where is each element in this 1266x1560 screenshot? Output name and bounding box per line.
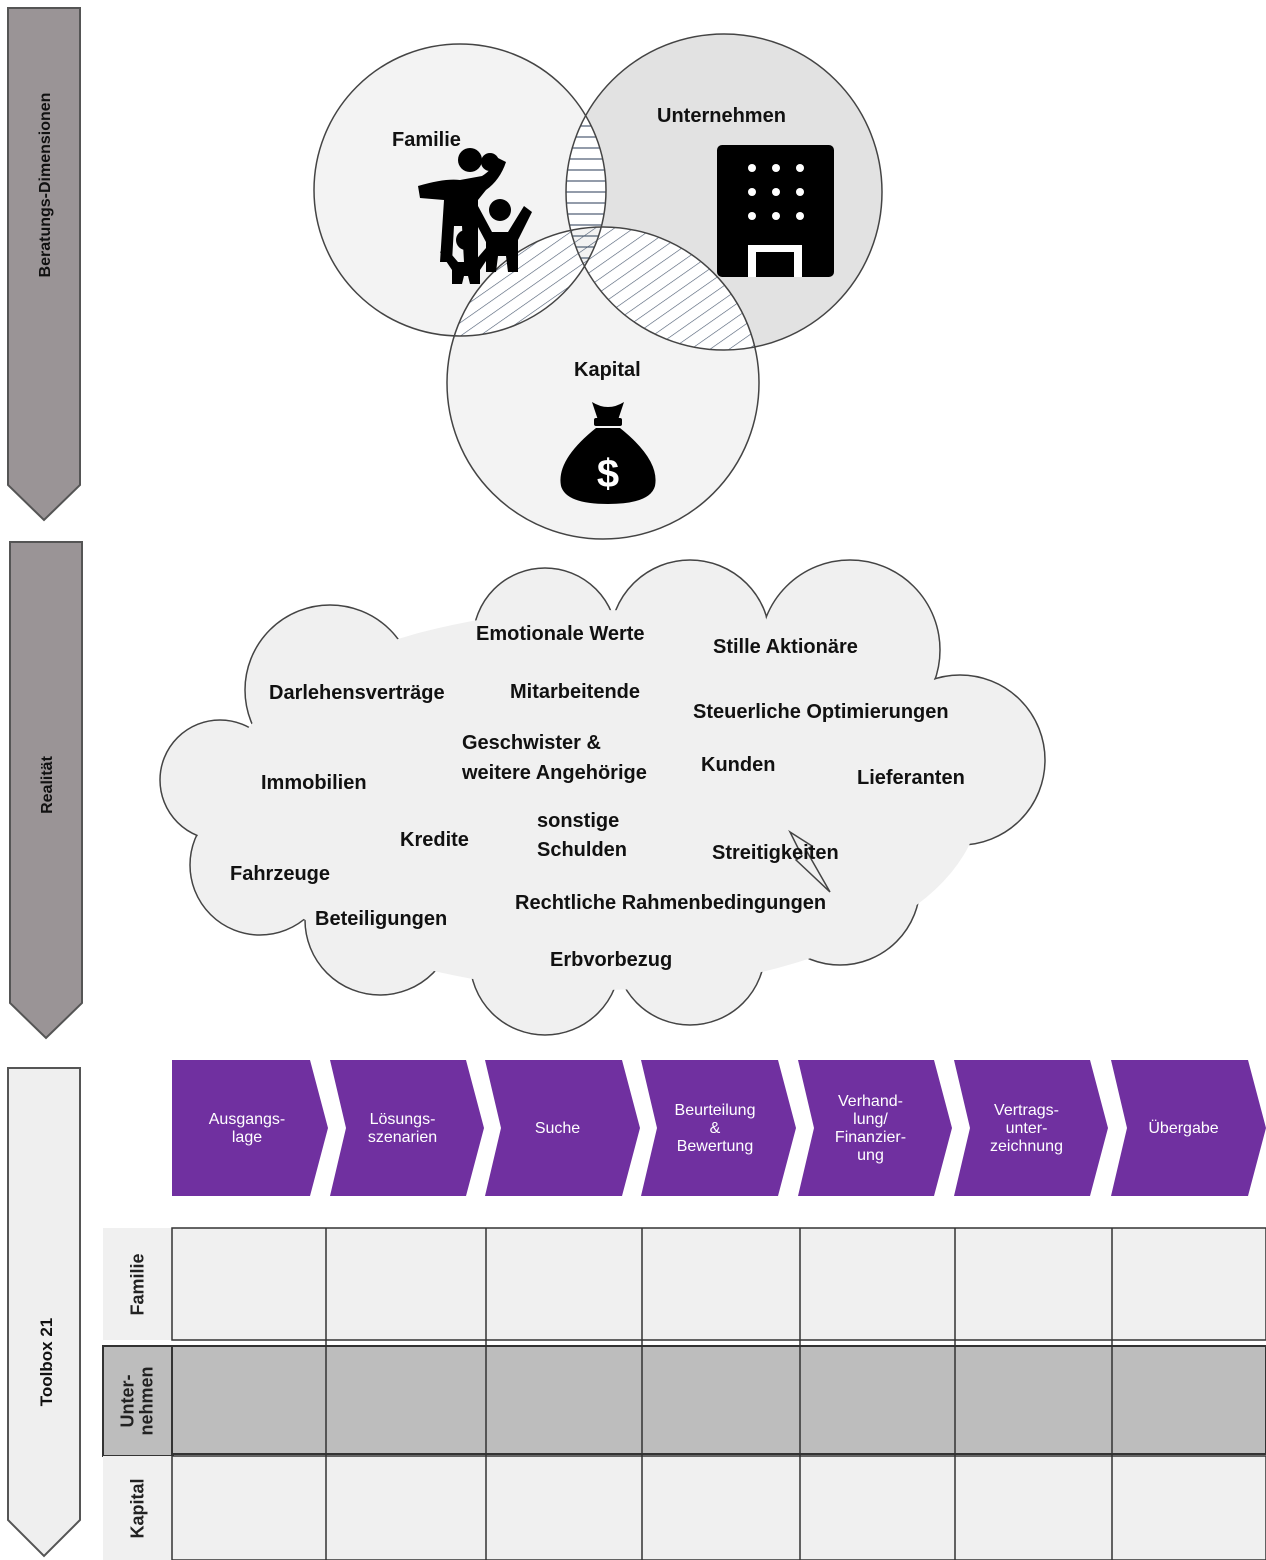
term-rechtliche-rahmenbedingungen: Rechtliche Rahmenbedingungen (515, 892, 826, 914)
step-uebergabe: Übergabe (1148, 1119, 1219, 1137)
term-mitarbeitende: Mitarbeitende (510, 681, 640, 703)
term-schulden: Schulden (537, 839, 627, 861)
row-label-familie: Familie (103, 1228, 173, 1340)
venn-diagram: Familie Unternehmen Kapital (313, 33, 883, 540)
term-erbvorbezug: Erbvorbezug (550, 949, 672, 971)
term-fahrzeuge: Fahrzeuge (230, 863, 330, 885)
term-weitere-angehoerige: weitere Angehörige (461, 762, 647, 784)
term-sonstige: sonstige (537, 810, 619, 832)
label-realitaet: Realität (39, 755, 56, 813)
term-beteiligungen: Beteiligungen (315, 908, 447, 930)
term-geschwister: Geschwister & (462, 732, 601, 754)
reality-cloud (159, 559, 1046, 1036)
term-streitigkeiten: Streitigkeiten (712, 842, 839, 864)
arrow-beratungs-dimensionen (7, 7, 81, 522)
step-vertragsunterzeichnung: Vertrags- unter- zeichnung (990, 1101, 1063, 1155)
term-immobilien: Immobilien (261, 772, 367, 794)
step-suche: Suche (534, 1119, 581, 1137)
term-kredite: Kredite (400, 829, 469, 851)
term-kunden: Kunden (701, 754, 775, 776)
building-icon (717, 145, 834, 277)
process-chevrons (172, 1060, 1266, 1196)
step-ausgangslage: Ausgangs- lage (208, 1110, 286, 1146)
arrow-realitaet (9, 541, 83, 1040)
cloud-terms: Emotionale Werte Stille Aktionäre Darleh… (230, 623, 965, 971)
step-verhandlung: Verhand- lung/ Finanzier- ung (834, 1092, 907, 1164)
family-icon (418, 148, 532, 284)
term-darlehensvertraege: Darlehensverträge (269, 682, 445, 704)
step-beurteilung: Beurteilung & Bewertung (674, 1101, 756, 1155)
venn-label-familie: Familie (392, 129, 461, 151)
term-stille-aktionaere: Stille Aktionäre (713, 636, 858, 658)
row-label-kapital: Kapital (103, 1456, 173, 1560)
money-bag-icon: $ (560, 402, 656, 504)
term-emotionale-werte: Emotionale Werte (476, 623, 645, 645)
label-beratungs-dimensionen: Beratungs-Dimensionen (37, 93, 54, 278)
venn-label-kapital: Kapital (574, 359, 641, 381)
arrow-toolbox (7, 1067, 81, 1558)
term-steuerliche-optimierungen: Steuerliche Optimierungen (693, 701, 949, 723)
row-label-unternehmen: Unter- nehmen (103, 1346, 173, 1456)
term-lieferanten: Lieferanten (857, 767, 965, 789)
matrix (102, 1227, 1266, 1560)
lightning-icon (788, 829, 831, 893)
label-toolbox: Toolbox 21 (37, 1318, 56, 1406)
venn-label-unternehmen: Unternehmen (657, 105, 786, 127)
row-label-kapital-text: Kapital (127, 1477, 148, 1539)
svg-text:$: $ (597, 452, 619, 496)
row-label-familie-text: Familie (127, 1252, 148, 1316)
row-label-unternehmen-text: Unter- nehmen (117, 1366, 157, 1436)
step-loesungsszenarien: Lösungs- szenarien (367, 1110, 438, 1146)
